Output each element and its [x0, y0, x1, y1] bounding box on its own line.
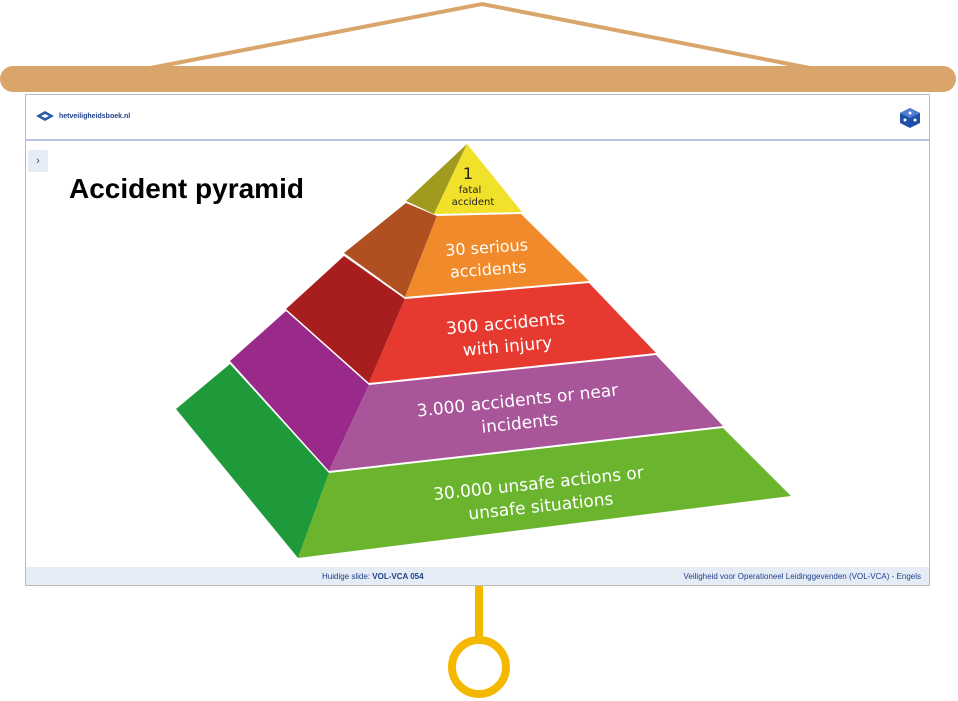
slide-screen: hetveiligheidsboek.nl › Accident pyramid… [25, 94, 930, 586]
slide-header: hetveiligheidsboek.nl [26, 95, 929, 141]
current-slide: Huidige slide: VOL-VCA 054 [322, 572, 424, 581]
logo-icon [36, 111, 54, 121]
pyramid-level-4: 3.000 accidents or nearincidents [230, 311, 723, 471]
course-name: Veiligheid voor Operationeel Leidinggeve… [683, 572, 921, 581]
pyramid-level-3: 300 accidentswith injury [286, 256, 656, 383]
dice-icon[interactable] [899, 107, 921, 129]
logo-text: hetveiligheidsboek.nl [59, 112, 131, 120]
slide-footer: Huidige slide: VOL-VCA 054 Veiligheid vo… [26, 567, 929, 585]
slide-title: Accident pyramid [69, 173, 304, 204]
logo[interactable]: hetveiligheidsboek.nl [36, 111, 130, 121]
pyramid-level-2: 30 seriousaccidents [344, 203, 589, 297]
sidebar-toggle-button[interactable]: › [28, 150, 48, 172]
pyramid-level-5: 30.000 unsafe actions orunsafe situation… [176, 364, 791, 558]
